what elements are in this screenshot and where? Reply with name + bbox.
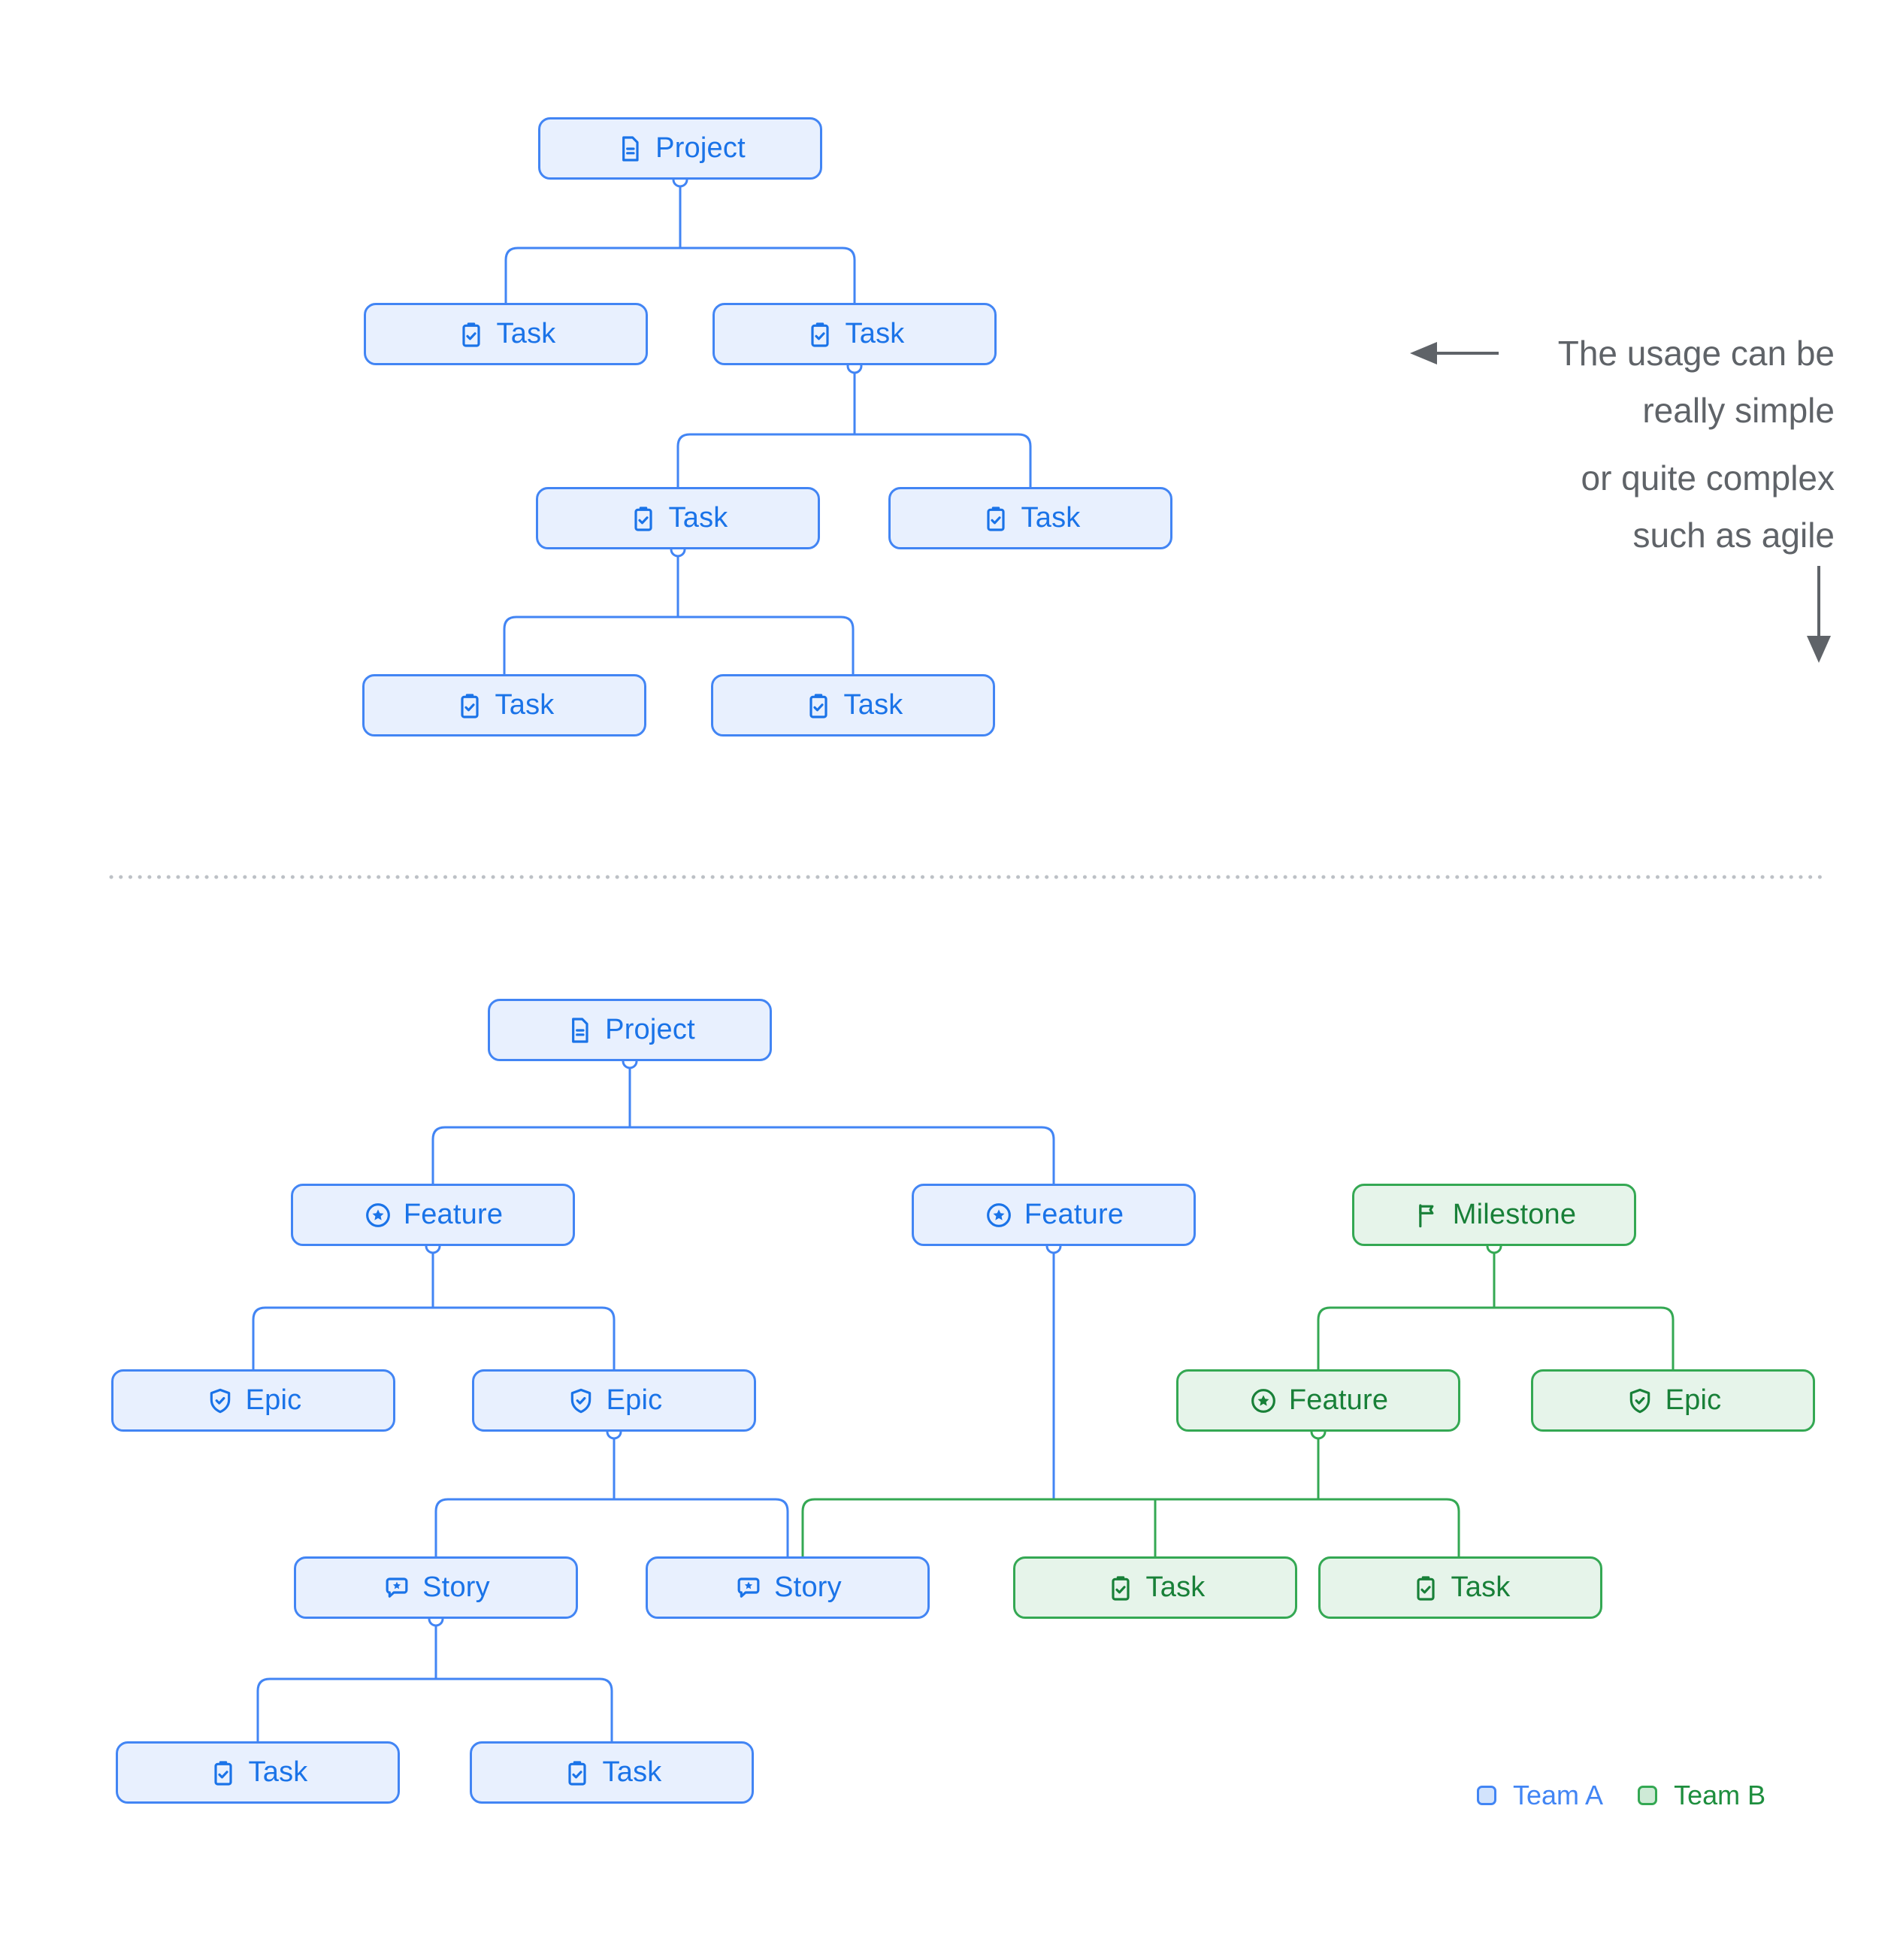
node-label: Epic xyxy=(1665,1384,1722,1416)
clipboard-check-icon xyxy=(562,1758,592,1788)
node-label: Project xyxy=(605,1014,695,1045)
node-label: Task xyxy=(843,689,903,721)
node-label: Feature xyxy=(1288,1384,1389,1416)
clipboard-check-icon xyxy=(803,691,834,721)
node-task-top-5[interactable]: Task xyxy=(362,674,646,737)
node-feature-green[interactable]: Feature xyxy=(1176,1369,1460,1432)
clipboard-check-icon xyxy=(1411,1573,1441,1603)
node-task-top-3[interactable]: Task xyxy=(536,487,820,549)
node-label: Task xyxy=(602,1756,662,1788)
annotation-text: The usage can be really simple or quite … xyxy=(1558,325,1835,564)
left-arrow-icon xyxy=(1410,342,1499,364)
team-b-label: Team B xyxy=(1674,1780,1766,1810)
node-label: Task xyxy=(668,502,728,534)
node-project-top[interactable]: Project xyxy=(538,117,822,180)
node-label: Project xyxy=(655,132,746,164)
node-label: Feature xyxy=(1024,1199,1124,1230)
node-label: Task xyxy=(496,318,556,349)
shield-check-icon xyxy=(205,1386,235,1416)
clipboard-check-icon xyxy=(981,504,1011,534)
team-legend: Team A Team B xyxy=(1477,1780,1765,1811)
legend-item-team-b: Team B xyxy=(1638,1780,1765,1811)
node-epic-green[interactable]: Epic xyxy=(1531,1369,1815,1432)
team-b-swatch xyxy=(1638,1786,1658,1805)
clipboard-check-icon xyxy=(805,319,835,349)
annotation-line: such as agile xyxy=(1632,516,1835,555)
document-icon xyxy=(564,1015,594,1045)
node-milestone[interactable]: Milestone xyxy=(1352,1184,1636,1246)
node-feature-right[interactable]: Feature xyxy=(912,1184,1196,1246)
node-label: Task xyxy=(845,318,905,349)
down-arrow-icon xyxy=(1807,566,1831,663)
clipboard-check-icon xyxy=(1106,1573,1136,1603)
node-task-top-2[interactable]: Task xyxy=(712,303,997,365)
comment-star-icon xyxy=(734,1573,764,1603)
node-task-green-1[interactable]: Task xyxy=(1013,1556,1297,1619)
annotation-line: The usage can be xyxy=(1557,334,1835,373)
star-circle-icon xyxy=(984,1200,1014,1230)
node-label: Task xyxy=(495,689,555,721)
node-epic-left[interactable]: Epic xyxy=(111,1369,395,1432)
annotation-paragraph-complex: or quite complex such as agile xyxy=(1558,449,1835,564)
node-label: Story xyxy=(774,1571,842,1603)
node-label: Feature xyxy=(403,1199,504,1230)
node-task-green-2[interactable]: Task xyxy=(1318,1556,1602,1619)
node-label: Task xyxy=(248,1756,308,1788)
node-label: Task xyxy=(1451,1571,1511,1603)
node-task-top-1[interactable]: Task xyxy=(364,303,648,365)
shield-check-icon xyxy=(566,1386,596,1416)
node-label: Epic xyxy=(606,1384,663,1416)
shield-check-icon xyxy=(1625,1386,1655,1416)
node-story-left[interactable]: Story xyxy=(294,1556,578,1619)
team-a-swatch xyxy=(1477,1786,1496,1805)
flag-icon xyxy=(1412,1200,1442,1230)
top-tree-connectors xyxy=(503,185,1032,674)
team-a-label: Team A xyxy=(1513,1780,1604,1810)
node-label: Task xyxy=(1145,1571,1206,1603)
clipboard-check-icon xyxy=(628,504,658,534)
node-task-bottom-1[interactable]: Task xyxy=(116,1741,400,1804)
clipboard-check-icon xyxy=(456,319,486,349)
star-circle-icon xyxy=(1248,1386,1278,1416)
annotation-line: or quite complex xyxy=(1581,458,1835,498)
node-task-top-6[interactable]: Task xyxy=(711,674,995,737)
annotation-paragraph-simple: The usage can be really simple xyxy=(1558,325,1835,439)
node-project-bottom[interactable]: Project xyxy=(488,999,772,1061)
node-label: Epic xyxy=(245,1384,302,1416)
clipboard-check-icon xyxy=(455,691,485,721)
comment-star-icon xyxy=(382,1573,412,1603)
node-epic-mid[interactable]: Epic xyxy=(472,1369,756,1432)
annotation-line: really simple xyxy=(1642,391,1835,430)
clipboard-check-icon xyxy=(208,1758,238,1788)
node-task-bottom-2[interactable]: Task xyxy=(470,1741,754,1804)
node-story-right[interactable]: Story xyxy=(646,1556,930,1619)
node-task-top-4[interactable]: Task xyxy=(888,487,1172,549)
legend-item-team-a: Team A xyxy=(1477,1780,1603,1811)
document-icon xyxy=(615,134,645,164)
node-label: Milestone xyxy=(1452,1199,1577,1230)
node-label: Task xyxy=(1021,502,1081,534)
node-feature-left[interactable]: Feature xyxy=(291,1184,575,1246)
star-circle-icon xyxy=(363,1200,393,1230)
node-label: Story xyxy=(422,1571,490,1603)
